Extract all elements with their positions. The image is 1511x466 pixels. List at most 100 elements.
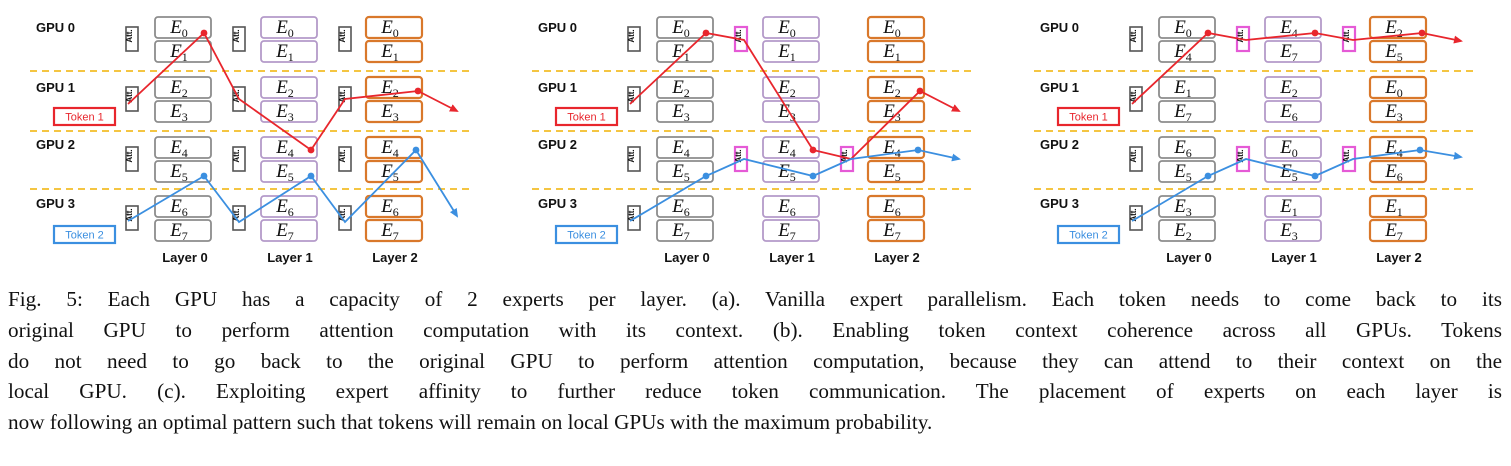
expert-box: E5 xyxy=(154,160,212,184)
expert-box: E5 xyxy=(1264,160,1322,184)
token-dot xyxy=(702,29,710,37)
expert-box: E3 xyxy=(1264,219,1322,243)
expert-box: E3 xyxy=(1158,195,1216,219)
expert-box: E4 xyxy=(762,136,820,160)
attention-block: Att. xyxy=(125,26,139,52)
caption-line: do not need to go back to the original G… xyxy=(8,348,1502,373)
attention-block: Att. xyxy=(1129,26,1143,52)
expert-box: E0 xyxy=(364,15,424,40)
expert-box: E6 xyxy=(656,195,714,219)
layer-label: Layer 1 xyxy=(769,250,815,265)
token-label-1: Token 1 xyxy=(52,106,117,127)
token-label-2: Token 2 xyxy=(52,224,117,245)
token-dot xyxy=(809,146,817,154)
attention-label: Att. xyxy=(125,149,134,162)
attention-label: Att. xyxy=(734,149,743,162)
caption-line: original GPU to perform attention comput… xyxy=(8,317,1502,342)
attention-block: Att. xyxy=(125,86,139,112)
expert-box: E4 xyxy=(1264,16,1322,40)
expert-box: E7 xyxy=(1264,40,1322,64)
attention-block: Att. xyxy=(1129,146,1143,172)
attention-label: Att. xyxy=(125,208,134,221)
token-label-text: Token 1 xyxy=(65,112,104,124)
token-dot xyxy=(200,172,208,180)
layer-label: Layer 0 xyxy=(664,250,710,265)
token-dot xyxy=(1418,29,1426,37)
token-label-1: Token 1 xyxy=(1056,106,1121,127)
expert-box: E5 xyxy=(1368,39,1428,64)
expert-box: E0 xyxy=(762,16,820,40)
gpu-label: GPU 0 xyxy=(1040,20,1079,35)
expert-box: E4 xyxy=(154,136,212,160)
layer-label: Layer 2 xyxy=(372,250,418,265)
gpu-label: GPU 3 xyxy=(538,196,577,211)
expert-box: E2 xyxy=(1158,219,1216,243)
expert-box: E6 xyxy=(1158,136,1216,160)
expert-box: E6 xyxy=(762,195,820,219)
expert-box: E5 xyxy=(762,160,820,184)
layer-label: Layer 0 xyxy=(162,250,208,265)
token-dot xyxy=(1311,29,1319,37)
attention-label: Att. xyxy=(1342,29,1351,42)
token-dot xyxy=(307,172,315,180)
expert-box: E6 xyxy=(364,194,424,219)
expert-box: E7 xyxy=(1158,100,1216,124)
gpu-label: GPU 2 xyxy=(538,137,577,152)
expert-box: E7 xyxy=(866,218,926,243)
layer-label: Layer 2 xyxy=(1376,250,1422,265)
expert-box: E3 xyxy=(866,99,926,124)
token-label-text: Token 1 xyxy=(1069,112,1108,124)
attention-block: Att. xyxy=(232,26,246,52)
attention-label: Att. xyxy=(1129,89,1138,102)
gpu-label: GPU 2 xyxy=(1040,137,1079,152)
attention-block: Att. xyxy=(232,205,246,231)
expert-box: E5 xyxy=(260,160,318,184)
expert-box: E1 xyxy=(762,40,820,64)
expert-box: E6 xyxy=(1368,159,1428,184)
token-dot xyxy=(916,87,924,95)
expert-box: E1 xyxy=(1368,194,1428,219)
token-label-text: Token 2 xyxy=(65,230,104,242)
layer-label: Layer 1 xyxy=(1271,250,1317,265)
attention-label: Att. xyxy=(338,89,347,102)
attention-block: Att. xyxy=(1129,86,1143,112)
token-label-2: Token 2 xyxy=(1056,224,1121,245)
token-dot xyxy=(307,146,315,154)
expert-box: E1 xyxy=(1158,76,1216,100)
expert-box: E0 xyxy=(1368,75,1428,100)
caption-line: Fig. 5: Each GPU has a capacity of 2 exp… xyxy=(8,287,1502,311)
token-label-text: Token 2 xyxy=(567,230,606,242)
token-label-2: Token 2 xyxy=(554,224,619,245)
expert-box: E2 xyxy=(154,76,212,100)
attention-label: Att. xyxy=(627,29,636,42)
attention-block: Att. xyxy=(627,86,641,112)
attention-label: Att. xyxy=(338,208,347,221)
expert-box: E6 xyxy=(154,195,212,219)
expert-box: E6 xyxy=(1264,100,1322,124)
attention-block: Att. xyxy=(338,26,352,52)
attention-block: Att. xyxy=(627,146,641,172)
attention-label: Att. xyxy=(1129,208,1138,221)
expert-box: E2 xyxy=(1264,76,1322,100)
expert-box: E6 xyxy=(866,194,926,219)
expert-box: E1 xyxy=(1264,195,1322,219)
expert-box: E2 xyxy=(866,75,926,100)
caption-line: now following an optimal pattern such th… xyxy=(8,410,933,435)
gpu-label: GPU 3 xyxy=(1040,196,1079,211)
expert-box: E3 xyxy=(154,100,212,124)
expert-box: E1 xyxy=(866,39,926,64)
expert-box: E7 xyxy=(260,219,318,243)
attention-block: Att. xyxy=(125,146,139,172)
token-dot xyxy=(412,146,420,154)
expert-box: E3 xyxy=(656,100,714,124)
attention-label: Att. xyxy=(232,149,241,162)
gpu-label: GPU 3 xyxy=(36,196,75,211)
caption-line: local GPU. (c). Exploiting expert affini… xyxy=(8,379,1502,404)
attention-label: Att. xyxy=(1129,149,1138,162)
expert-box: E3 xyxy=(364,99,424,124)
expert-box: E4 xyxy=(656,136,714,160)
expert-box: E1 xyxy=(260,40,318,64)
attention-label: Att. xyxy=(338,29,347,42)
